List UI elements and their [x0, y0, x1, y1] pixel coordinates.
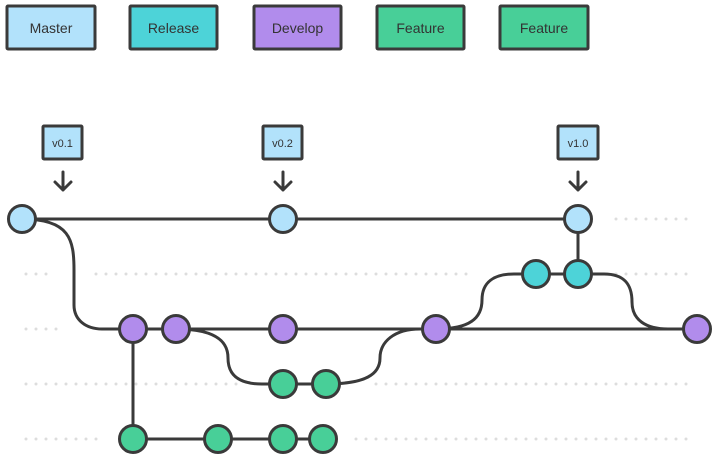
legend-master-label: Master: [30, 20, 73, 36]
release-merge-develop: [576, 272, 699, 331]
tag-v0-2: v0.2: [261, 124, 304, 192]
legend-feature-swatch: [375, 4, 466, 51]
feature2-commit: [203, 424, 233, 454]
legend: Master Release Develop Feature Feature: [5, 4, 590, 51]
legend-develop-label: Develop: [272, 20, 324, 36]
tag-v1-0-box: [556, 124, 600, 161]
legend-develop-swatch: [252, 4, 343, 51]
tag-v1-0: v1.0: [556, 124, 600, 192]
legend-master: Master: [5, 4, 97, 51]
feature-commit: [311, 369, 341, 399]
tag-v0-1-box: [41, 124, 84, 161]
legend-feature: Feature: [375, 4, 466, 51]
legend-release-label: Release: [148, 20, 200, 36]
feature-merge: [324, 327, 422, 386]
master-commit: [563, 204, 593, 234]
legend-release: Release: [128, 4, 219, 51]
master-commit: [268, 204, 298, 234]
develop-commit: [161, 314, 191, 344]
feature2-commit: [268, 424, 298, 454]
release-branch-off: [434, 272, 538, 331]
release-commit: [563, 259, 593, 289]
release-commits: [521, 259, 593, 289]
tag-v1-0-label: v1.0: [568, 138, 589, 150]
branch-lines: [20, 217, 699, 441]
legend-feature-label: Feature: [396, 20, 444, 36]
tag-v0-2-box: [261, 124, 304, 161]
feature2-commits: [118, 424, 338, 454]
master-to-develop-branch: [20, 217, 135, 331]
develop-commit: [682, 314, 712, 344]
develop-commit: [421, 314, 451, 344]
master-commit: [7, 204, 37, 234]
feature2-commit: [308, 424, 338, 454]
feature-commit: [268, 369, 298, 399]
lane-guides: [24, 217, 692, 441]
legend-feature-2-label: Feature: [520, 20, 568, 36]
tag-v0-1: v0.1: [41, 124, 84, 192]
develop-commit: [118, 314, 148, 344]
feature-branch-off: [174, 327, 285, 386]
develop-commit: [268, 314, 298, 344]
legend-feature-2-swatch: [498, 4, 590, 51]
tag-v0-2-label: v0.2: [272, 138, 293, 150]
arrow-down-icon: [273, 170, 293, 192]
feature2-commit: [118, 424, 148, 454]
tags: v0.1 v0.2 v1.0: [41, 124, 600, 192]
commits: [7, 204, 712, 454]
develop-commits: [118, 314, 712, 344]
tag-v0-1-label: v0.1: [52, 138, 73, 150]
arrow-down-icon: [568, 170, 588, 192]
legend-release-swatch: [128, 4, 219, 51]
legend-feature-2: Feature: [498, 4, 590, 51]
master-commits: [7, 204, 593, 234]
legend-develop: Develop: [252, 4, 343, 51]
arrow-down-icon: [53, 170, 73, 192]
legend-master-swatch: [5, 4, 97, 51]
feature-commits: [268, 369, 341, 399]
release-commit: [521, 259, 551, 289]
